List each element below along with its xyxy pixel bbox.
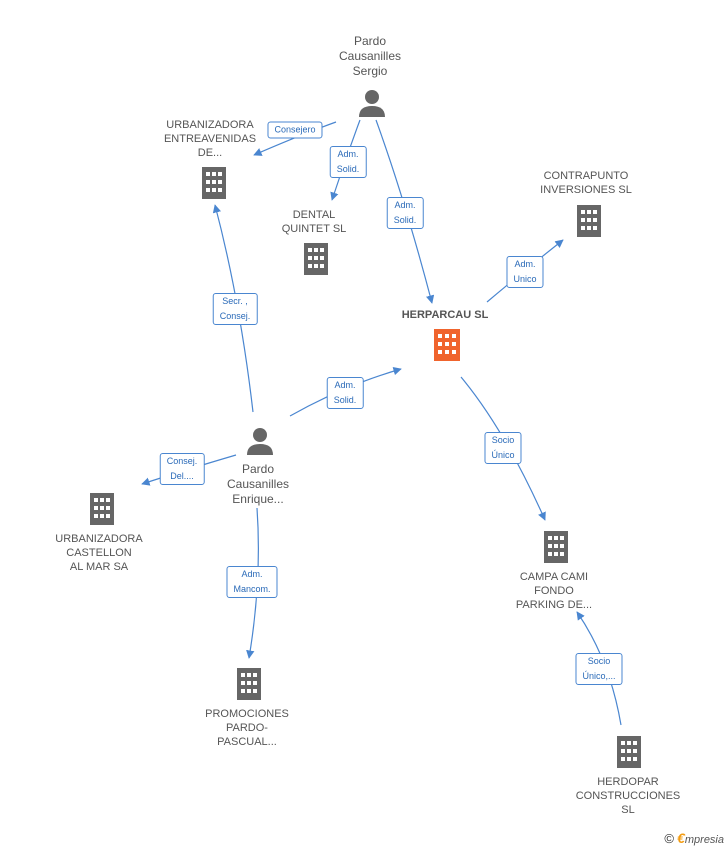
node-label-herparcau[interactable]: HERPARCAU SL [401, 309, 489, 321]
node-label-herdopar[interactable]: HERDOPAR CONSTRUCCIONES SL [575, 776, 681, 816]
edge-label-adm-solid-enrique[interactable]: Adm. Solid. [326, 377, 364, 409]
node-label-campa[interactable]: CAMPA CAMI FONDO PARKING DE... [515, 571, 593, 611]
person-icon [247, 428, 273, 455]
node-label-enrique[interactable]: Pardo Causanilles Enrique... [226, 462, 290, 506]
node-label-urbanizadora-entre[interactable]: URBANIZADORA ENTREAVENIDAS DE... [163, 119, 257, 159]
brand-logo-letter: € [677, 830, 685, 846]
node-label-contrapunto[interactable]: CONTRAPUNTO INVERSIONES SL [540, 170, 632, 196]
edge-label-consejero[interactable]: Consejero [267, 121, 323, 139]
copyright-icon: © [664, 831, 675, 846]
node-label-dental[interactable]: DENTAL QUINTET SL [281, 209, 347, 235]
person-icon [359, 90, 385, 117]
edge-label-adm-solid-dental[interactable]: Adm. Solid. [329, 146, 367, 178]
edge-label-consej-del[interactable]: Consej. Del.... [159, 453, 205, 485]
brand-logo-text: mpresia [684, 834, 724, 846]
edge-label-socio-unico[interactable]: Socio Único [484, 432, 522, 464]
node-label-urbanizadora-cast[interactable]: URBANIZADORA CASTELLON AL MAR SA [55, 533, 143, 573]
brand-footer: © €mpresia [664, 830, 724, 846]
node-label-sergio[interactable]: Pardo Causanilles Sergio [338, 34, 402, 78]
edge-label-adm-solid-sergio[interactable]: Adm. Solid. [386, 197, 424, 229]
node-label-promociones[interactable]: PROMOCIONES PARDO- PASCUAL... [205, 708, 289, 748]
edge-label-adm-mancom[interactable]: Adm. Mancom. [226, 566, 278, 598]
edge-label-adm-unico[interactable]: Adm. Unico [506, 256, 544, 288]
edge-label-secr-consej[interactable]: Secr. , Consej. [212, 293, 258, 325]
edge-label-socio-unico-herdopar[interactable]: Socio Único,... [575, 653, 623, 685]
